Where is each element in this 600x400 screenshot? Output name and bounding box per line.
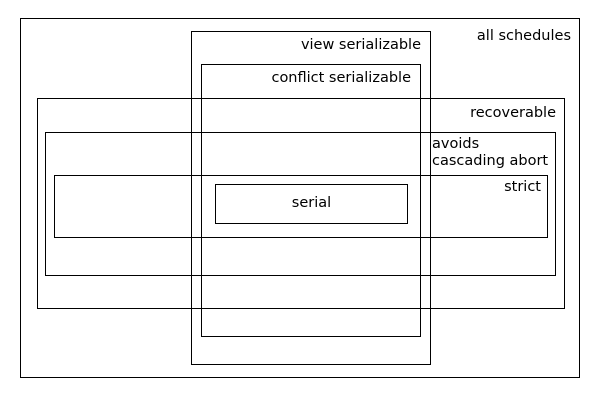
label-recoverable: recoverable [470,105,556,121]
box-view-serializable [191,31,431,365]
box-avoids-cascading-abort [45,132,556,276]
box-strict [54,175,548,238]
label-all-schedules: all schedules [476,28,571,44]
label-strict: strict [504,179,541,195]
box-all-schedules [20,18,580,378]
label-serial: serial [291,195,332,211]
label-view-serializable: view serializable [300,37,421,53]
box-conflict-serializable [201,64,421,337]
box-recoverable [37,98,565,309]
label-avoids-cascading-abort: avoids cascading abort [432,136,549,169]
label-conflict-serializable: conflict serializable [271,70,411,86]
box-serial [215,184,408,224]
